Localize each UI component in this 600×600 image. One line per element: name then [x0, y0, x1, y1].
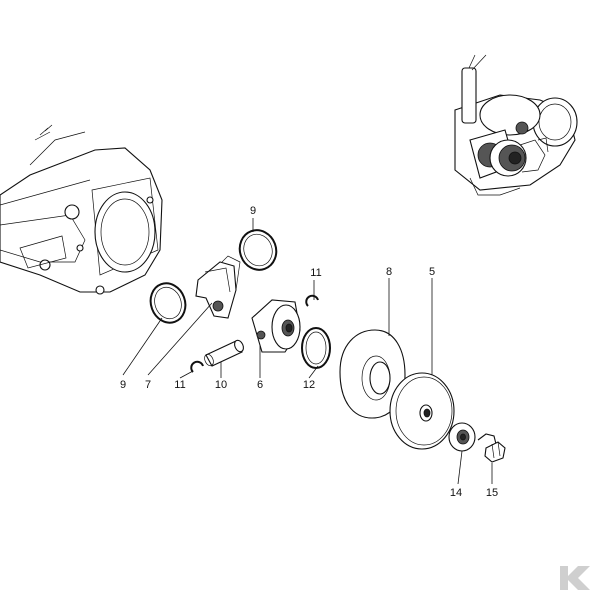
part-7-guide — [195, 255, 241, 319]
part-9-ring-lower — [149, 282, 187, 324]
part-5-disc — [389, 372, 455, 450]
part-12-ring — [301, 327, 331, 369]
callout-8: 8 — [386, 266, 392, 278]
part-11-circlip-upper — [305, 294, 319, 307]
pump-housing — [0, 124, 163, 295]
part-15-bolt — [477, 433, 506, 463]
assembly-thumbnail — [454, 54, 578, 196]
callout-labels: 9 11 8 5 9 7 11 10 6 12 14 15 — [120, 205, 498, 499]
part-10-pin — [204, 339, 244, 367]
leader-lines — [122, 218, 493, 485]
part-8-diaphragm — [339, 329, 406, 419]
callout-9-upper: 9 — [250, 205, 256, 217]
callout-11-lower: 11 — [174, 379, 185, 391]
callout-11-upper: 11 — [310, 267, 321, 279]
callout-6: 6 — [257, 379, 263, 391]
callout-10: 10 — [215, 379, 227, 391]
part-14-washer — [448, 422, 476, 452]
part-9-ring-upper — [238, 229, 278, 271]
part-11-circlip-lower — [190, 360, 204, 373]
callout-9-lower: 9 — [120, 379, 126, 391]
watermark-logo — [560, 566, 590, 590]
callout-5: 5 — [429, 266, 435, 278]
callout-7: 7 — [145, 379, 151, 391]
callout-14: 14 — [450, 487, 462, 499]
part-6-piston — [251, 299, 301, 353]
callout-12: 12 — [303, 379, 315, 391]
callout-15: 15 — [486, 487, 498, 499]
